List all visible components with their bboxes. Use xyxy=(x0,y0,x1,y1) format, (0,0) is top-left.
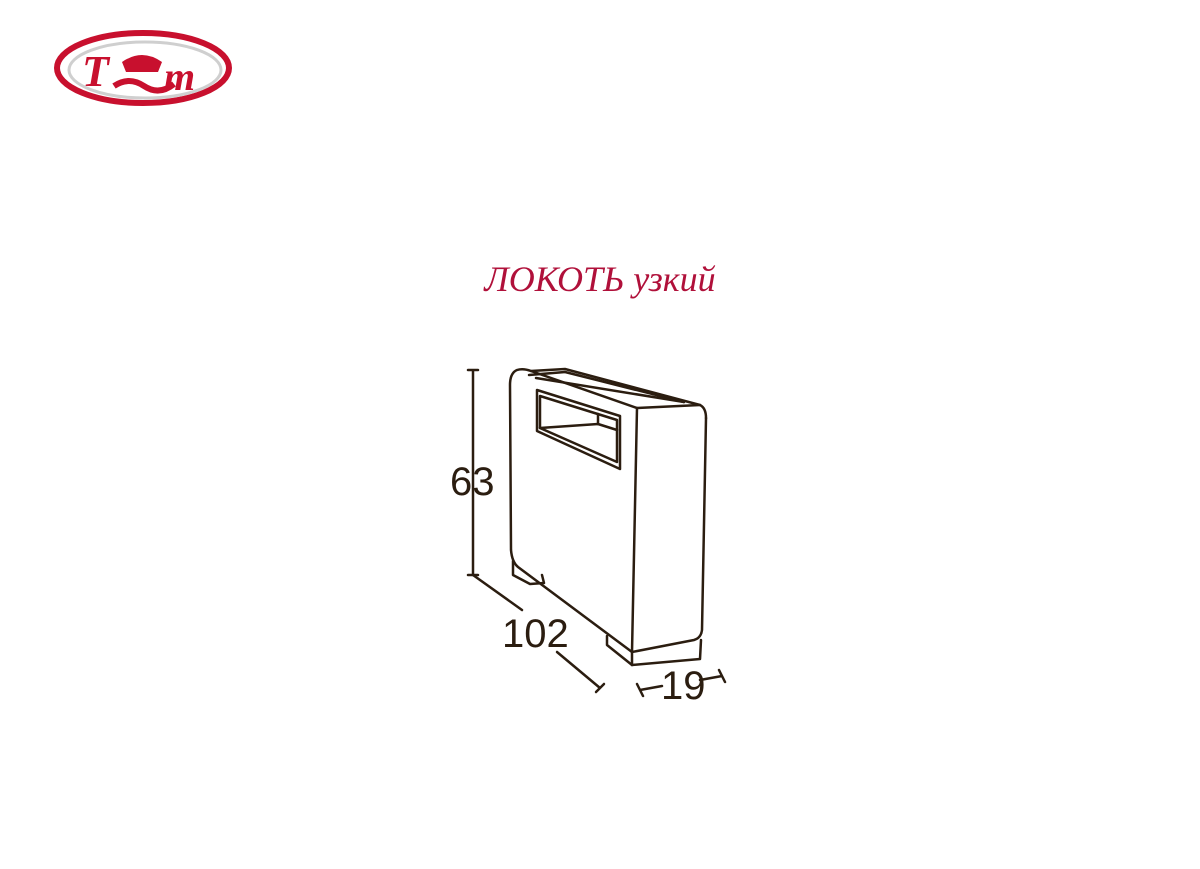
svg-text:T: T xyxy=(82,47,111,96)
svg-text:m: m xyxy=(164,54,195,99)
height-dimension-label: 63 xyxy=(450,460,495,504)
product-title: ЛОКОТЬ узкий xyxy=(484,259,716,299)
length-dimension-label: 102 xyxy=(502,612,569,656)
depth-dimension-label: 19 xyxy=(661,664,706,708)
dimension-lines xyxy=(466,368,727,698)
brand-logo: T m xyxy=(54,30,232,106)
armrest-outline xyxy=(508,367,708,654)
armrest-feet xyxy=(511,559,703,667)
